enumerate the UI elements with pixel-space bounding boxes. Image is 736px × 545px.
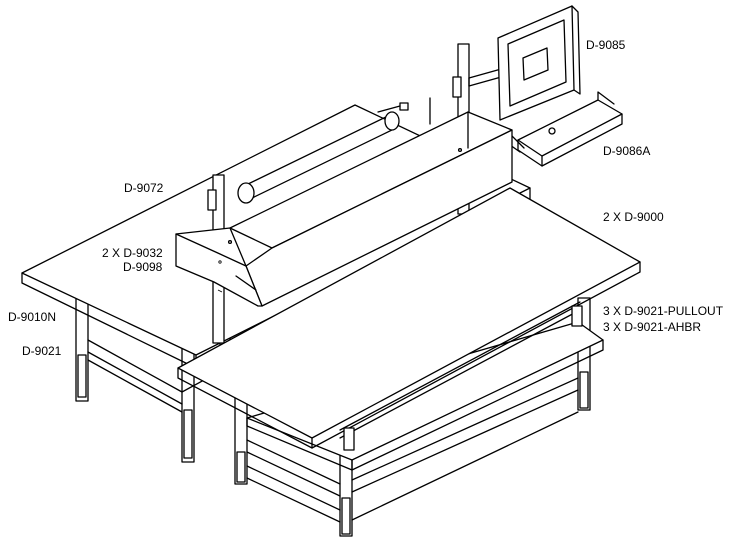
label-rear-table: D-9010N [8, 310, 57, 324]
label-keyboard-tray: D-9086A [603, 144, 651, 158]
monitor [497, 5, 581, 121]
label-front-table: 2 X D-9000 [603, 210, 664, 224]
leader-marks [217, 260, 223, 293]
pullout-rails [339, 301, 583, 451]
label-pullout: 3 X D-9021-PULLOUT [603, 304, 724, 318]
label-paper-roll: D-9072 [124, 181, 164, 195]
keyboard-tray [499, 91, 623, 167]
label-monitor-arm: D-9085 [586, 38, 626, 52]
label-ahbr: 3 X D-9021-AHBR [603, 320, 702, 334]
paper-roll [237, 102, 409, 204]
front-table [177, 187, 641, 537]
upper-shelf [175, 97, 513, 307]
label-rear-leg: D-9021 [22, 344, 62, 358]
label-shelf-bracket: D-9098 [123, 260, 163, 274]
label-upper-shelf-qty: 2 X D-9032 [102, 246, 163, 260]
